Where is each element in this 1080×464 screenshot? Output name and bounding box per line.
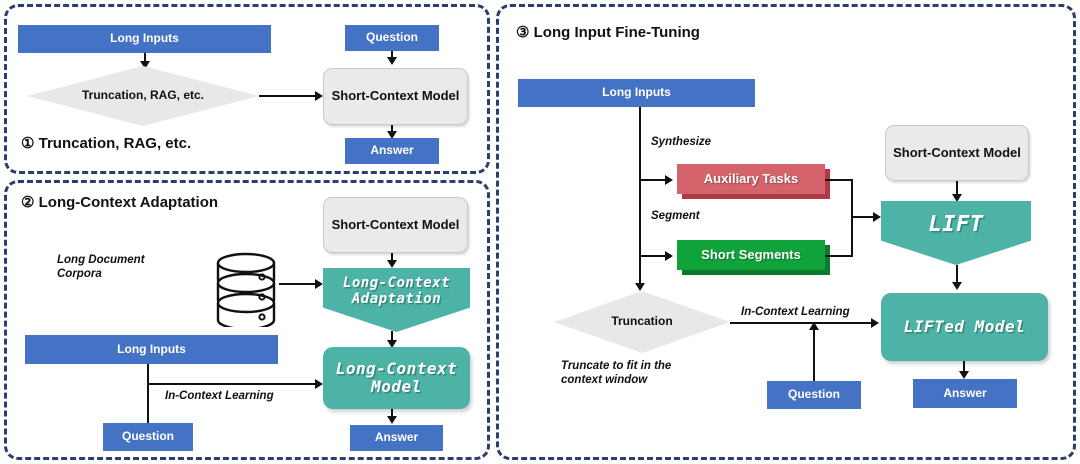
connector-truncation-to-lifted (730, 322, 873, 324)
node-long-context-adaptation: Long-Context Adaptation (323, 268, 470, 332)
arrow-up-p3 (809, 322, 819, 330)
node-question-p1: Question (345, 25, 439, 51)
arrow-right-p1 (315, 91, 323, 101)
node-short-context-model-p1: Short-Context Model (323, 68, 468, 125)
panel-2-number: ② (21, 194, 35, 211)
node-question-p3: Question (767, 381, 861, 409)
node-answer-p1: Answer (345, 138, 439, 164)
node-short-segments: Short Segments (677, 240, 825, 270)
node-long-inputs-p3: Long Inputs (518, 79, 755, 107)
node-question-p2: Question (103, 423, 193, 451)
node-long-inputs-p2: Long Inputs (25, 335, 278, 364)
node-answer-p2: Answer (350, 425, 443, 451)
node-auxiliary-tasks: Auxiliary Tasks (677, 164, 825, 194)
connector-seg-out (825, 255, 853, 257)
node-answer-p3: Answer (913, 379, 1017, 408)
connector-icl-line-p2 (147, 383, 319, 385)
connector-question-up-p3 (813, 329, 815, 381)
node-lifted-model: LIFTed Model (881, 293, 1048, 361)
connector-merge-vertical (851, 179, 853, 257)
panel-3-number: ③ (516, 24, 530, 41)
panel-3-title-text: Long Input Fine-Tuning (533, 24, 700, 41)
arrow-down-p3-b (952, 282, 962, 290)
arrow-down-p3-c (959, 371, 969, 379)
node-decision-truncation-p1: Truncation, RAG, etc. (27, 66, 259, 126)
connector-lifted-to-answer (963, 361, 965, 373)
panel-1-title: ① Truncation, RAG, etc. (21, 134, 191, 152)
connector-trunk-to-segments (639, 255, 669, 257)
arrow-down-p2-b (387, 340, 397, 348)
arrow-down-p1-b (387, 57, 397, 65)
database-cylinder-icon (216, 252, 276, 327)
arrow-right-p3-lift (873, 212, 881, 222)
arrow-right-p3-c (871, 318, 879, 328)
panel-long-input-fine-tuning: ③ Long Input Fine-Tuning Long Inputs Syn… (496, 4, 1076, 460)
connector-scm-to-lift-p3 (956, 181, 958, 197)
arrow-down-p1-c (387, 131, 397, 139)
label-in-context-learning-p2: In-Context Learning (165, 390, 274, 402)
connector-question-to-model-p1 (391, 51, 393, 59)
arrow-right-p2-a (315, 279, 323, 289)
node-long-context-model: Long-Context Model (323, 347, 470, 409)
label-segment: Segment (651, 210, 700, 222)
connector-merge-to-lift (851, 216, 877, 218)
arrow-right-p3-b (665, 251, 673, 261)
connector-corpora-to-adaptation (279, 283, 317, 285)
panel-long-context-adaptation: ② Long-Context Adaptation Long Document … (4, 180, 490, 460)
arrow-down-p1-a (140, 61, 150, 69)
label-in-context-learning-p3: In-Context Learning (741, 306, 850, 318)
label-synthesize: Synthesize (651, 136, 712, 148)
connector-lift-to-lifted (956, 265, 958, 285)
arrow-right-p3-a (665, 175, 673, 185)
label-long-document-corpora: Long Document Corpora (57, 254, 145, 281)
connector-lcm-to-answer-p2 (391, 409, 393, 418)
arrow-right-p2-b (315, 379, 323, 389)
connector-long-inputs-trunk-p3 (639, 107, 641, 287)
connector-long-inputs-to-decision-p1 (144, 53, 146, 63)
label-truncate-note: Truncate to fit in the context window (561, 360, 672, 387)
arrow-down-p3-a (952, 194, 962, 202)
panel-1-number: ① (21, 135, 35, 152)
node-long-inputs-p1: Long Inputs (18, 25, 271, 53)
connector-decision-to-model-p1 (259, 95, 317, 97)
panel-3-title: ③ Long Input Fine-Tuning (516, 23, 700, 41)
arrow-down-p2-c (387, 416, 397, 424)
node-lift: LIFT (881, 201, 1031, 265)
panel-1-title-text: Truncation, RAG, etc. (38, 135, 192, 152)
node-long-context-adaptation-label: Long-Context Adaptation (342, 275, 451, 307)
connector-trunk-to-auxiliary (639, 179, 669, 181)
node-decision-truncation-p3-label: Truncation (611, 314, 673, 329)
arrow-down-p2-a (387, 260, 397, 268)
node-short-context-model-p3: Short-Context Model (885, 125, 1029, 181)
connector-adaptation-to-lcm (391, 331, 393, 343)
connector-long-inputs-down-p2 (147, 364, 149, 423)
node-decision-truncation-p1-label: Truncation, RAG, etc. (81, 88, 204, 103)
panel-2-title: ② Long-Context Adaptation (21, 193, 218, 211)
node-short-context-model-p2: Short-Context Model (323, 197, 468, 253)
connector-aux-out (825, 179, 853, 181)
arrow-down-p3-trunk (635, 283, 645, 291)
panel-2-title-text: Long-Context Adaptation (38, 194, 219, 211)
node-decision-truncation-p3: Truncation (554, 291, 730, 353)
panel-truncation-rag: Long Inputs Truncation, RAG, etc. Questi… (4, 4, 490, 174)
connector-scm-to-adaptation-p2 (391, 253, 393, 263)
node-lift-label: LIFT (928, 211, 984, 237)
connector-model-to-answer-p1 (391, 125, 393, 133)
